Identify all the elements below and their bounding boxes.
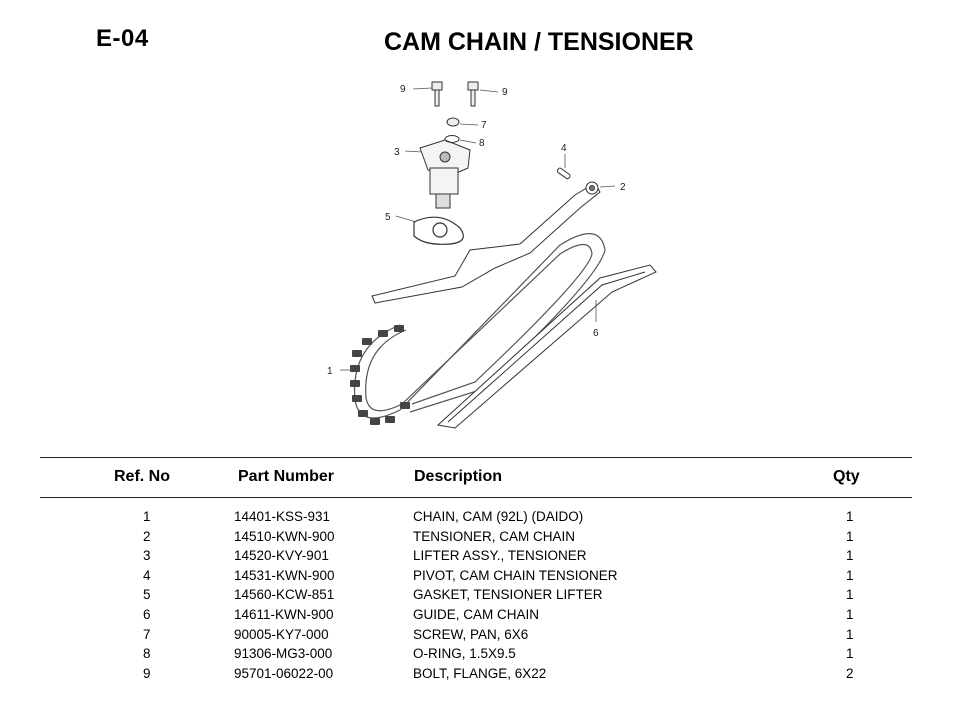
leader-lines [340,87,616,371]
ref-no: 2 [143,528,151,544]
callout-5: 5 [385,212,391,223]
qty: 1 [846,548,854,564]
chain-links [350,325,410,425]
table-row: 4 14531-KWN-900 PIVOT, CAM CHAIN TENSION… [0,568,976,588]
tensioner-lifter [419,139,471,209]
col-header-part: Part Number [238,468,335,485]
part-number: 14510-KWN-900 [234,528,335,544]
diagram-code: E-04 [96,25,149,52]
ref-no: 3 [143,548,151,564]
description: LIFTER ASSY., TENSIONER [413,548,587,564]
description: O-RING, 1.5X9.5 [413,646,516,662]
ref-no: 7 [143,626,151,642]
ref-no: 4 [143,567,151,583]
qty: 1 [846,646,854,662]
ref-no: 9 [143,665,151,681]
chain-guide [436,264,657,429]
part-number: 14531-KWN-900 [234,567,335,583]
part-number: 14560-KCW-851 [234,587,335,603]
callout-9a: 9 [400,84,406,95]
part-number: 14611-KWN-900 [234,607,334,622]
ref-no: 8 [143,646,151,662]
table-header-rule [40,497,912,498]
exploded-parts-diagram: 9 9 7 8 3 4 2 5 1 6 [327,81,657,429]
part-number: 14401-KSS-931 [234,509,331,524]
callout-4: 4 [561,143,567,154]
table-row: 9 95701-06022-00 BOLT, FLANGE, 6X22 2 [0,666,976,686]
description: BOLT, FLANGE, 6X22 [413,665,547,681]
col-header-desc: Description [414,468,503,485]
callout-8: 8 [479,138,485,149]
part-number: 90005-KY7-000 [234,626,329,642]
qty: 1 [846,626,854,642]
callout-2: 2 [620,182,626,193]
qty: 1 [846,567,854,583]
qty: 1 [846,607,854,622]
gasket [413,216,464,245]
table-row: 3 14520-KVY-901 LIFTER ASSY., TENSIONER … [0,548,976,568]
callout-1: 1 [327,366,333,377]
callout-6: 6 [593,328,599,339]
description: SCREW, PAN, 6X6 [413,626,529,642]
col-header-ref: Ref. No [114,468,170,485]
page-title: CAM CHAIN / TENSIONER [384,28,694,56]
table-row: 8 91306-MG3-000 O-RING, 1.5X9.5 1 [0,646,976,666]
tensioner-arm [371,181,601,304]
description: TENSIONER, CAM CHAIN [413,528,576,544]
qty: 1 [846,509,854,524]
description: GUIDE, CAM CHAIN [413,607,540,622]
table-row: 7 90005-KY7-000 SCREW, PAN, 6X6 1 [0,627,976,647]
description: CHAIN, CAM (92L) (DAIDO) [413,509,584,524]
ref-no: 1 [143,509,151,524]
ref-no: 6 [143,607,151,622]
table-row: 5 14560-KCW-851 GASKET, TENSIONER LIFTER… [0,587,976,607]
part-number: 91306-MG3-000 [234,646,333,662]
part-number: 14520-KVY-901 [234,548,329,564]
description: GASKET, TENSIONER LIFTER [413,587,603,603]
table-row: 6 14611-KWN-900 GUIDE, CAM CHAIN 1 [0,607,976,627]
callout-9b: 9 [502,87,508,98]
table-row: 2 14510-KWN-900 TENSIONER, CAM CHAIN 1 [0,529,976,549]
qty: 1 [846,587,854,603]
description: PIVOT, CAM CHAIN TENSIONER [413,567,618,583]
qty: 2 [846,665,854,681]
pivot-pin [556,167,571,180]
qty: 1 [846,528,854,544]
callout-7: 7 [481,120,487,131]
callout-3: 3 [394,147,400,158]
table-row: 1 14401-KSS-931 CHAIN, CAM (92L) (DAIDO)… [0,509,976,529]
table-top-rule [40,457,912,458]
part-number: 95701-06022-00 [234,665,334,681]
ref-no: 5 [143,587,151,603]
col-header-qty: Qty [833,468,860,485]
fasteners [431,81,479,143]
